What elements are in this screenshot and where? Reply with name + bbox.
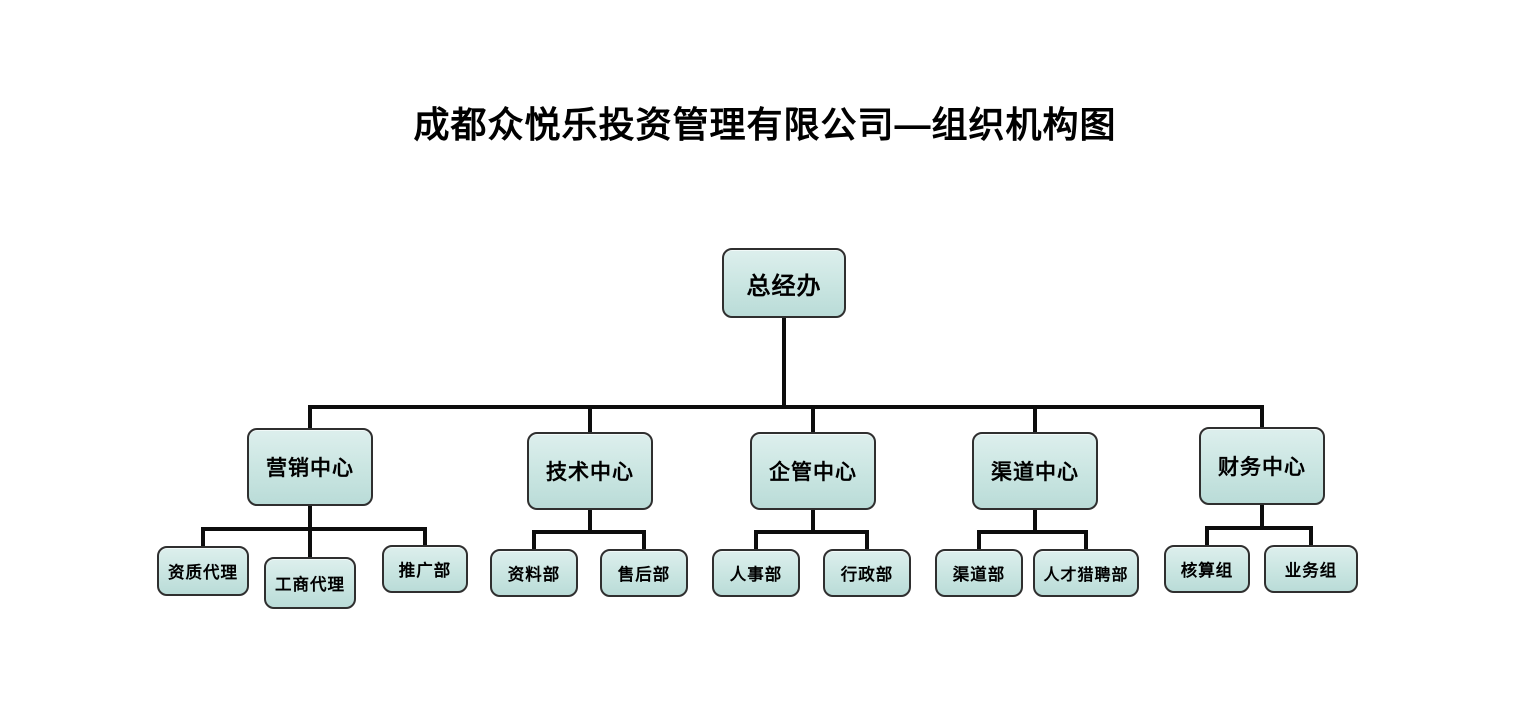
org-node-label: 人才猎聘部	[1043, 567, 1129, 584]
org-node-zongjingban: 总经办	[722, 248, 846, 318]
org-node-label: 总经办	[746, 272, 822, 300]
org-node-qudaobu: 渠道部	[935, 549, 1023, 597]
org-node-renshi: 人事部	[712, 549, 800, 597]
org-node-label: 业务组	[1284, 562, 1338, 580]
org-node-jishu: 技术中心	[527, 432, 653, 510]
connector-line	[308, 405, 312, 428]
connector-line	[1205, 526, 1313, 530]
org-node-label: 工商代理	[275, 576, 345, 594]
org-node-qiguan: 企管中心	[750, 432, 876, 510]
org-node-label: 人事部	[729, 566, 783, 584]
connector-line	[1205, 526, 1209, 545]
org-node-label: 财务中心	[1218, 456, 1306, 479]
connector-line	[642, 530, 646, 549]
connector-line	[1033, 510, 1037, 534]
connector-line	[1084, 530, 1088, 549]
connector-line	[532, 530, 646, 534]
org-node-liepin: 人才猎聘部	[1033, 549, 1139, 597]
org-node-label: 资料部	[507, 566, 561, 584]
org-node-caiwu: 财务中心	[1199, 427, 1325, 505]
connector-line	[1260, 505, 1264, 530]
connector-line	[588, 510, 592, 534]
connector-line	[201, 527, 427, 531]
connector-line	[423, 527, 427, 545]
connector-line	[811, 510, 815, 534]
connector-line	[977, 530, 1088, 534]
connector-line	[588, 405, 592, 432]
connector-line	[532, 530, 536, 549]
connector-line	[811, 405, 815, 432]
connector-line	[308, 506, 312, 531]
connector-line	[308, 527, 312, 557]
org-node-yewu: 业务组	[1264, 545, 1358, 593]
org-node-label: 售后部	[617, 566, 671, 584]
org-node-tuiguang: 推广部	[382, 545, 468, 593]
diagram-title: 成都众悦乐投资管理有限公司—组织机构图	[413, 104, 1117, 145]
org-node-label: 推广部	[398, 562, 452, 580]
connector-line	[1260, 405, 1264, 427]
org-node-qudao: 渠道中心	[972, 432, 1098, 510]
org-node-hesuan: 核算组	[1164, 545, 1250, 593]
org-node-label: 渠道中心	[991, 461, 1079, 484]
org-node-label: 企管中心	[769, 461, 857, 484]
org-node-xingzheng: 行政部	[823, 549, 911, 597]
org-node-yingxiao: 营销中心	[247, 428, 373, 506]
org-node-shouhou: 售后部	[600, 549, 688, 597]
org-node-ziliao: 资料部	[490, 549, 578, 597]
connector-line	[754, 530, 869, 534]
org-node-label: 行政部	[840, 566, 894, 584]
connector-line	[865, 530, 869, 549]
org-node-label: 技术中心	[546, 461, 634, 484]
org-node-label: 渠道部	[952, 566, 1006, 584]
connector-line	[754, 530, 758, 549]
connector-line	[201, 527, 205, 546]
connector-line	[977, 530, 981, 549]
connector-line	[308, 405, 1264, 409]
connector-line	[782, 318, 786, 409]
org-node-gongshang: 工商代理	[264, 557, 356, 609]
org-node-label: 资质代理	[168, 564, 238, 582]
connector-line	[1033, 405, 1037, 432]
org-node-label: 营销中心	[266, 457, 354, 480]
org-node-zizhi: 资质代理	[157, 546, 249, 596]
connector-line	[1309, 526, 1313, 545]
org-node-label: 核算组	[1180, 562, 1234, 580]
